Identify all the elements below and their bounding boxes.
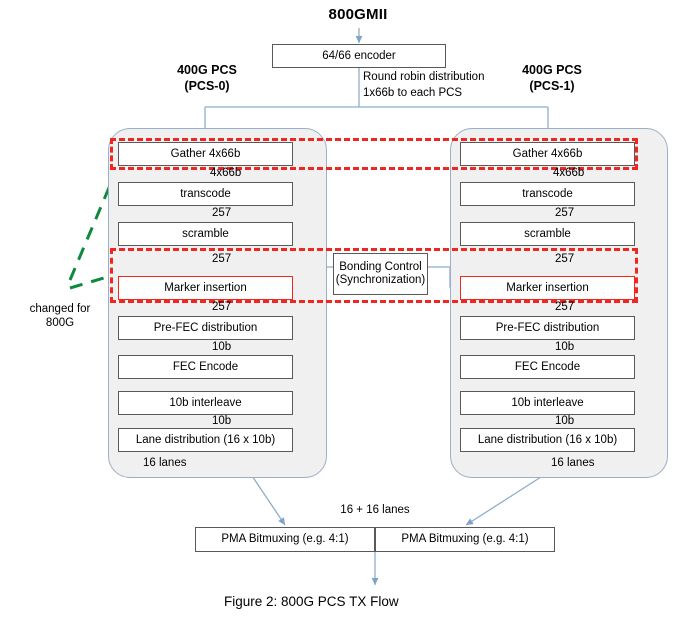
pcs-0-edge-label-2: 257 [212,253,232,265]
pcs-1-stage-lane-distribution[interactable]: Lane distribution (16 x 10b) [460,428,635,452]
pcs-1-edge-label-2: 257 [555,253,575,265]
page-title: 800GMII [328,6,388,23]
pcs-0-stage-scramble[interactable]: scramble [118,222,293,246]
changed-for-800g-line2: 800G [45,317,75,330]
label-16-plus-16-lanes: 16 + 16 lanes [340,504,410,516]
pcs-0-edge-label-3: 257 [212,301,232,313]
pcs-0-footer-lanes: 16 lanes [143,457,187,469]
pcs-0-edge-label-4: 10b [212,341,232,353]
pcs-1-stage-pre-fec-distribution[interactable]: Pre-FEC distribution [460,316,635,340]
pcs-0-edge-label-1: 257 [212,207,232,219]
distribution-note-line1: Round robin distribution [363,71,485,83]
figure-caption: Figure 2: 800G PCS TX Flow [224,594,399,609]
pcs-1-stage-fec-encode[interactable]: FEC Encode [460,355,635,379]
pcs-0-stage-pre-fec-distribution[interactable]: Pre-FEC distribution [118,316,293,340]
node-pma-bitmuxing-0[interactable]: PMA Bitmuxing (e.g. 4:1) [195,527,375,552]
bonding-control-line2: (Synchronization) [335,274,426,286]
pcs-0-header: 400G PCS (PCS-0) [152,62,262,95]
pcs-1-edge-label-3: 257 [555,301,575,313]
node-pma-bitmuxing-1[interactable]: PMA Bitmuxing (e.g. 4:1) [375,527,555,552]
pcs-1-edge-label-0: 4x66b [553,167,585,179]
pcs-0-stage-lane-distribution[interactable]: Lane distribution (16 x 10b) [118,428,293,452]
node-64-66-encoder[interactable]: 64/66 encoder [272,44,446,68]
pcs-1-header: 400G PCS (PCS-1) [497,62,607,95]
pcs-1-header-line1: 400G PCS [522,63,582,77]
pcs-0-edge-label-6: 10b [212,415,232,427]
bonding-control-line1: Bonding Control [339,261,422,274]
pcs-0-header-line1: 400G PCS [177,63,237,77]
changed-for-800g-line1: changed for [29,303,91,315]
pcs-0-stage-marker-insertion[interactable]: Marker insertion [118,276,293,300]
distribution-note-line2: 1x66b to each PCS [363,87,463,99]
pcs-1-stage-marker-insertion[interactable]: Marker insertion [460,276,635,300]
pcs-0-stage-fec-encode[interactable]: FEC Encode [118,355,293,379]
pcs-1-stage-transcode[interactable]: transcode [460,182,635,206]
pcs-0-edge-label-0: 4x66b [210,167,242,179]
pcs-0-stage-gather[interactable]: Gather 4x66b [118,142,293,166]
pcs-1-edge-label-1: 257 [555,207,575,219]
pcs-1-edge-label-6: 10b [555,415,575,427]
pcs-1-edge-label-4: 10b [555,341,575,353]
annotation-changed-for-800g: changed for 800G [6,302,114,331]
node-bonding-control[interactable]: Bonding Control (Synchronization) [333,253,428,295]
pcs-0-stage-10b-interleave[interactable]: 10b interleave [118,391,293,415]
pcs-1-stage-gather[interactable]: Gather 4x66b [460,142,635,166]
pcs-1-stage-10b-interleave[interactable]: 10b interleave [460,391,635,415]
pcs-1-footer-lanes: 16 lanes [551,457,595,469]
pcs-0-stage-transcode[interactable]: transcode [118,182,293,206]
pcs-1-stage-scramble[interactable]: scramble [460,222,635,246]
pcs-0-header-line2: (PCS-0) [184,79,230,94]
pcs-1-header-line2: (PCS-1) [529,79,575,94]
